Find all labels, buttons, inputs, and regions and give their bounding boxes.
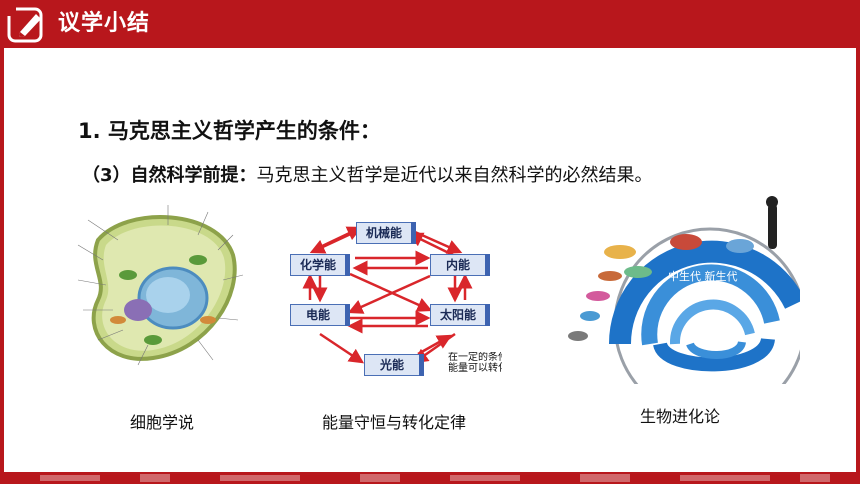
cell-diagram	[77, 205, 244, 366]
section-heading: 1. 马克思主义哲学产生的条件：	[78, 119, 381, 143]
footer-pattern	[40, 474, 830, 482]
node-electric: 电能	[290, 304, 350, 326]
premise-text: 马克思主义哲学是近代以来自然科学的必然结果。	[256, 165, 653, 186]
footer-bar	[0, 472, 860, 484]
premise-label: （3）自然科学前提：	[82, 165, 257, 186]
era-label: 中生代 新生代	[668, 269, 738, 283]
page-title: 议学小结	[58, 11, 151, 36]
header-bar	[0, 0, 860, 48]
cell-caption: 细胞学说	[130, 413, 195, 432]
animal-icons	[568, 196, 778, 341]
left-border	[0, 48, 4, 474]
energy-arrows	[302, 226, 473, 364]
energy-caption: 能量守恒与转化定律	[322, 413, 467, 432]
node-light: 光能	[364, 354, 424, 376]
node-chemical: 化学能	[290, 254, 350, 276]
energy-note: 在一定的条件下 能量可以转化	[448, 352, 502, 374]
energy-note-line-2: 能量可以转化	[448, 363, 502, 374]
pencil-icon	[6, 6, 43, 43]
premise-line: （3）自然科学前提：马克思主义哲学是近代以来自然科学的必然结果。	[82, 162, 653, 190]
node-mechanical: 机械能	[356, 222, 416, 244]
node-internal: 内能	[430, 254, 490, 276]
right-border	[856, 48, 860, 474]
node-solar: 太阳能	[430, 304, 490, 326]
evolution-spiral: 中生代 新生代	[568, 196, 800, 384]
evolution-caption: 生物进化论	[640, 407, 721, 426]
energy-note-line-1: 在一定的条件下	[448, 352, 502, 363]
